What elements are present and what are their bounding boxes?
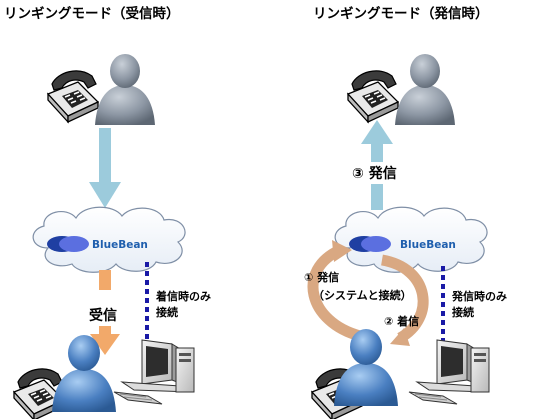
left-top-person-icon [95, 54, 155, 125]
right-dotted-label-2: 接続 [452, 305, 474, 319]
left-receive-label: 受信 [89, 307, 117, 324]
right-bottom-person-icon [334, 329, 398, 406]
right-step3-label: ③ 発信 [352, 165, 397, 182]
left-bottom-person-icon [52, 335, 116, 412]
left-dotted-label-2: 接続 [156, 305, 178, 319]
step3-label-bg [348, 162, 414, 184]
left-dotted-label-1: 着信時のみ [155, 289, 211, 303]
left-receive-arrow [90, 270, 120, 355]
right-cycle-arrows [307, 240, 429, 346]
left-top-telephone-icon [47, 70, 99, 123]
right-cloud-label: BlueBean [400, 239, 456, 251]
right-top-person-icon [395, 54, 455, 125]
right-step2-label: ② 着信 [384, 314, 419, 328]
left-title: リンギングモード（受信時） [4, 5, 180, 22]
right-step1-label: ① 発信 [304, 270, 339, 284]
left-down-arrow [89, 128, 121, 208]
left-cloud-label: BlueBean [92, 239, 148, 251]
left-computer-icon [113, 339, 195, 405]
right-top-telephone-icon [347, 70, 399, 123]
right-step1-sublabel: （システムと接続） [313, 288, 412, 302]
right-dotted-label-1: 発信時のみ [451, 289, 507, 303]
right-computer-icon [408, 339, 490, 405]
right-title: リンギングモード（発信時） [313, 5, 489, 22]
